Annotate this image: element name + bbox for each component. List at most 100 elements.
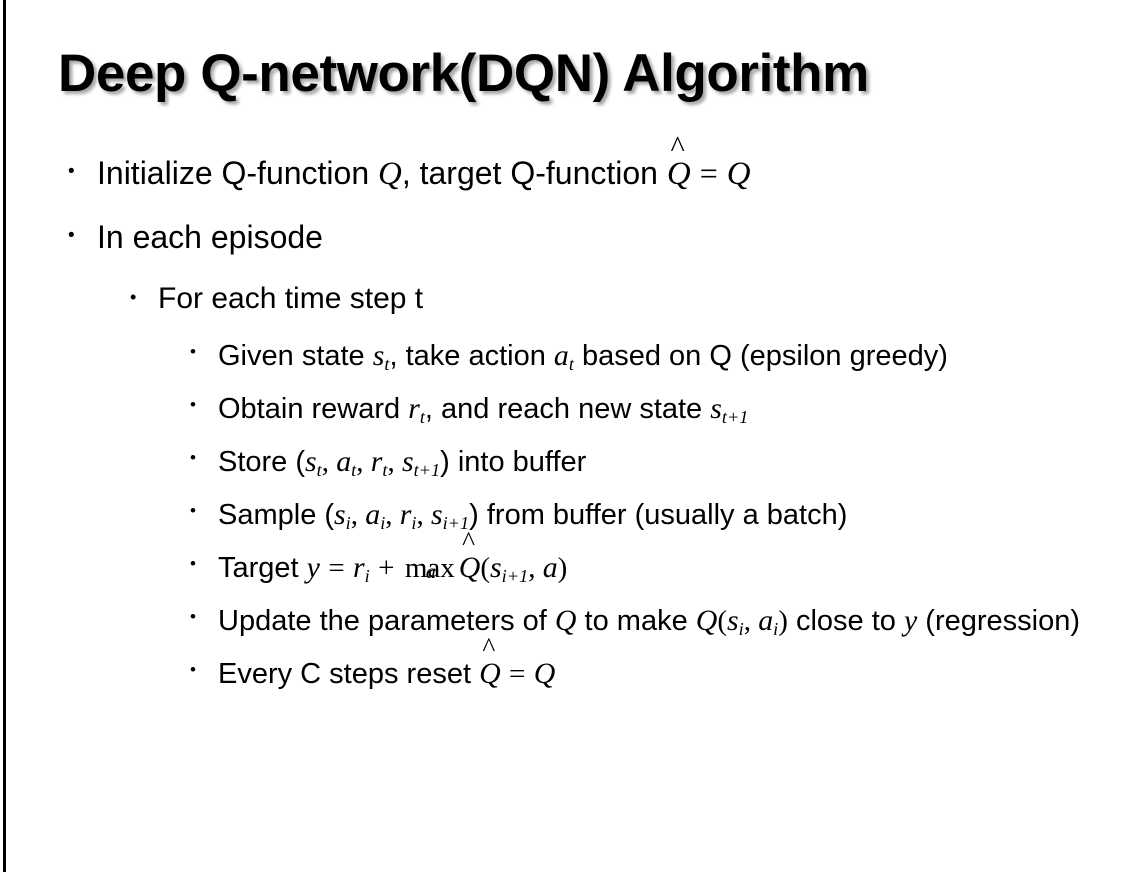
text-run: , target Q-function	[401, 155, 667, 191]
math-subscript: i	[364, 566, 370, 587]
math-plus: +	[378, 552, 395, 584]
math-separator: ,	[356, 446, 371, 478]
math-equals: =	[509, 658, 526, 690]
math-subscript: i+1	[501, 566, 529, 587]
math-separator: ,	[743, 605, 759, 637]
list-item-text: Store (st, at, rt, st+1) into buffer	[218, 436, 1124, 488]
bullet-marker: •	[130, 287, 137, 307]
list-item-text: Initialize Q-function Q, target Q-functi…	[97, 132, 1124, 201]
list-item-text: Given state st, take action at based on …	[218, 330, 1124, 382]
list-item-text: Sample (si, ai, ri, si+1) from buffer (u…	[218, 489, 1124, 541]
bullet-marker: •	[68, 225, 75, 246]
math-var-r: r	[353, 551, 365, 584]
math-var-y: y	[306, 551, 320, 584]
math-subscript: t	[316, 460, 322, 481]
list-item: • Store (st, at, rt, st+1) into buffer	[0, 436, 1124, 488]
math-var-a: a	[542, 551, 558, 584]
math-var-a: a	[758, 604, 774, 637]
bullet-marker: •	[190, 448, 196, 467]
text-run: Target	[218, 552, 307, 584]
math-var-Qhat: ^Q	[479, 633, 501, 699]
list-item-text: In each episode	[97, 219, 323, 255]
math-subscript: i	[380, 513, 386, 534]
math-paren-open: (	[717, 605, 728, 637]
left-edge-rule	[3, 0, 6, 872]
math-var-s: s	[490, 551, 502, 584]
math-var-Q2: Q	[695, 604, 718, 637]
math-paren-close: )	[778, 605, 788, 637]
math-base: Q	[458, 551, 481, 584]
math-subscript: t+1	[413, 460, 441, 481]
math-var-Q: Q	[378, 156, 402, 192]
math-var-s: s	[305, 445, 317, 478]
math-var-Q: Q	[533, 657, 556, 690]
math-equals: =	[699, 155, 718, 191]
math-var-Qhat: ^Q	[666, 132, 691, 201]
hat-accent: ^	[482, 632, 496, 663]
bullet-marker: •	[190, 554, 196, 573]
math-base: Q	[479, 657, 501, 690]
list-item: • Sample (si, ai, ri, si+1) from buffer …	[0, 489, 1124, 541]
list-item: • Update the parameters of Q to make Q(s…	[0, 595, 1124, 647]
math-var-a: a	[365, 498, 381, 531]
math-var-Q: Q	[554, 604, 577, 637]
list-item: • Every C steps reset ^Q=Q	[0, 633, 1124, 700]
math-separator: ,	[350, 499, 366, 531]
math-subscript: i	[411, 513, 417, 534]
text-run: Update the parameters of	[218, 605, 555, 637]
list-item: • In each episode	[0, 210, 1124, 264]
math-var-s2: s	[401, 445, 414, 478]
text-run: , take action	[389, 340, 554, 372]
math-subscript: i	[738, 619, 744, 640]
list-item-text: Every C steps reset ^Q=Q	[218, 633, 1124, 700]
math-subscript: t	[384, 354, 390, 375]
math-subscript: t+1	[721, 407, 749, 428]
bullet-marker: •	[190, 607, 196, 626]
list-item-text: For each time step t	[158, 282, 424, 315]
text-run: close to	[787, 605, 904, 637]
math-var-r: r	[370, 445, 383, 478]
math-separator: ,	[387, 446, 402, 478]
math-separator: ,	[385, 499, 400, 531]
list-item-text: Obtain reward rt, and reach new state st…	[218, 383, 1124, 435]
math-var-s: s	[334, 498, 346, 531]
text-run: Given state	[218, 340, 373, 372]
text-run: ) into buffer	[440, 446, 587, 478]
math-separator: ,	[416, 499, 431, 531]
list-item-text: Update the parameters of Q to make Q(si,…	[218, 595, 1124, 647]
bullet-marker: •	[190, 660, 196, 679]
math-base: Q	[666, 156, 691, 192]
math-subscript: t	[568, 354, 574, 375]
text-run: Every C steps reset	[218, 658, 480, 690]
math-separator: ,	[528, 552, 543, 584]
math-subscript: t	[382, 460, 388, 481]
math-var-r: r	[408, 392, 420, 425]
math-var-a: a	[553, 339, 569, 372]
math-subscript: i	[345, 513, 351, 534]
text-run: (regression)	[917, 605, 1081, 637]
text-run: to make	[576, 605, 696, 637]
math-var-s: s	[710, 392, 722, 425]
math-subscript: i	[773, 619, 779, 640]
math-paren-open: (	[480, 552, 491, 584]
list-item: • For each time step t	[0, 273, 1124, 325]
math-var-r: r	[399, 498, 412, 531]
bullet-marker: •	[68, 161, 75, 182]
text-run: Sample (	[218, 499, 335, 531]
math-subscript: t	[351, 460, 357, 481]
math-var-s2: s	[430, 498, 443, 531]
list-item: • Obtain reward rt, and reach new state …	[0, 383, 1124, 435]
hat-accent: ^	[462, 526, 475, 557]
algorithm-body: • Initialize Q-function Q, target Q-func…	[0, 132, 1124, 701]
math-equals: =	[328, 552, 345, 584]
text-run: Store (	[218, 446, 306, 478]
math-var-y: y	[903, 604, 918, 637]
math-var-Qhat: ^Q	[458, 527, 481, 593]
math-separator: ,	[321, 446, 337, 478]
math-subscript: t	[419, 407, 425, 428]
text-run: Obtain reward	[218, 393, 409, 425]
